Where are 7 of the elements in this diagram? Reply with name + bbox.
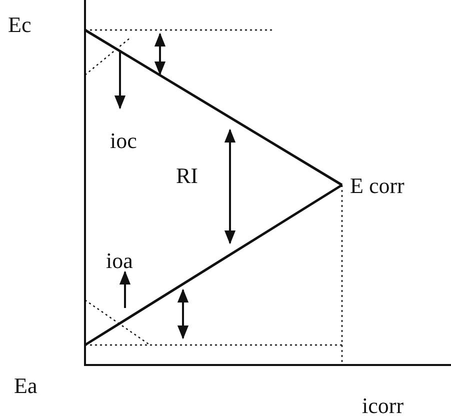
point-label: E corr: [350, 175, 404, 197]
axis-label: Ea: [14, 375, 38, 397]
resistance-label: RI: [176, 165, 198, 187]
axis-label: Ec: [8, 14, 32, 36]
current-label: ioc: [110, 130, 137, 152]
current-label: ioa: [106, 250, 133, 272]
axis-label: icorr: [362, 395, 404, 417]
